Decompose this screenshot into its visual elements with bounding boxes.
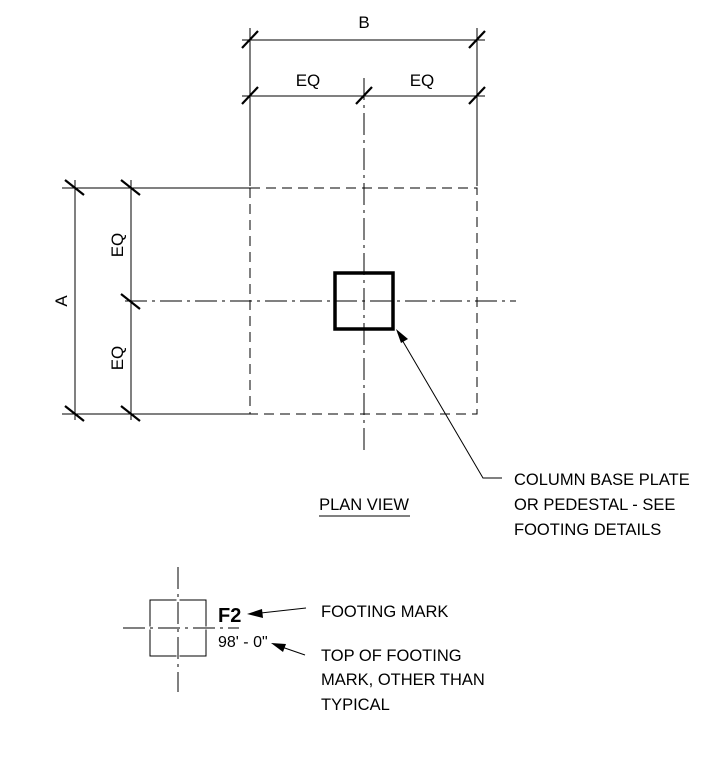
column-base-plate <box>333 271 395 331</box>
dimension-label-eq-right: EQ <box>410 71 435 90</box>
dimension-a-halves: EQ EQ <box>108 179 141 422</box>
footing-mark-leader <box>247 607 307 618</box>
leader-line <box>397 332 502 479</box>
dimension-b: B <box>241 13 486 49</box>
view-title: PLAN VIEW <box>319 496 409 514</box>
dimension-label-b: B <box>358 13 369 32</box>
leader-arrowhead <box>271 643 286 652</box>
footing-mark-label: FOOTING MARK <box>321 603 448 621</box>
top-of-footing-leader <box>271 643 306 656</box>
footing-mark-text: F2 <box>218 605 241 627</box>
base-plate-note-line-2: OR PEDESTAL - SEE <box>514 496 675 514</box>
dimension-a: A <box>52 179 85 422</box>
base-plate-note-line-1: COLUMN BASE PLATE <box>514 471 690 489</box>
base-plate-leader <box>396 329 502 479</box>
top-of-footing-line-2: MARK, OTHER THAN <box>321 671 485 689</box>
footing-elevation-text: 98' - 0" <box>218 634 268 651</box>
dimension-label-eq-top: EQ <box>108 233 127 258</box>
dimension-label-eq-bottom: EQ <box>108 346 127 371</box>
base-plate-note-line-3: FOOTING DETAILS <box>514 521 661 539</box>
leader-arrowhead <box>396 329 408 343</box>
dimension-label-eq-left: EQ <box>296 71 321 90</box>
leader-arrowhead <box>247 609 263 618</box>
top-of-footing-line-1: TOP OF FOOTING <box>321 647 462 665</box>
footing-legend-symbol <box>123 567 239 692</box>
dimension-label-a: A <box>52 295 71 307</box>
top-of-footing-line-3: TYPICAL <box>321 696 390 714</box>
